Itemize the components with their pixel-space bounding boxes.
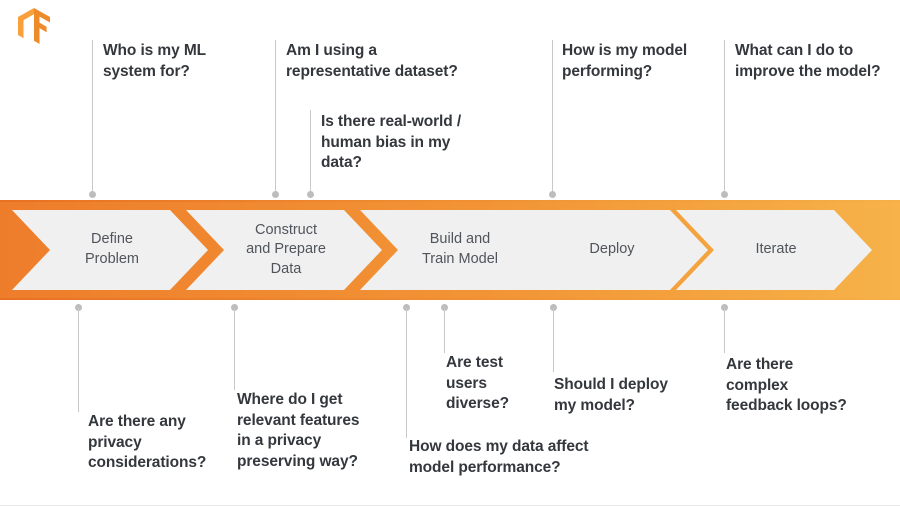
- connector-dot-above-5: [721, 191, 728, 198]
- connector-dot-below-6: [721, 304, 728, 311]
- connector-line-below-4: [444, 308, 445, 353]
- question-below-data-affect-model-performance: How does my data affect model performanc…: [409, 438, 589, 476]
- question-above-representative-dataset: Am I using a representative dataset?: [286, 42, 458, 80]
- connector-line-below-1: [78, 308, 79, 412]
- question-above-how-is-my-model-performing: How is my model performing?: [562, 42, 688, 80]
- connector-line-above-1: [92, 40, 93, 195]
- connector-line-below-3: [406, 308, 407, 438]
- connector-dot-below-1: [75, 304, 82, 311]
- connector-line-above-4: [552, 40, 553, 195]
- question-below-should-i-deploy-my-model: Should I deploy my model?: [554, 376, 668, 414]
- pipeline-step-label: Deploy: [589, 241, 635, 258]
- connector-line-above-3: [310, 110, 311, 195]
- connector-dot-below-3: [403, 304, 410, 311]
- pipeline-bar-top-edge: [0, 200, 900, 202]
- pipeline-bar-bottom-edge: [0, 298, 900, 300]
- connector-dot-below-2: [231, 304, 238, 311]
- question-below-relevant-features-privacy: Where do I get relevant features in a pr…: [237, 391, 360, 470]
- pipeline-step-label: Construct and Prepare Data: [246, 221, 326, 277]
- question-below-complex-feedback-loops: Are there complex feedback loops?: [726, 356, 847, 415]
- pipeline-step-build-train[interactable]: Build and Train Model: [360, 210, 556, 290]
- connector-dot-above-1: [89, 191, 96, 198]
- connector-dot-below-4: [441, 304, 448, 311]
- connector-line-below-6: [724, 308, 725, 353]
- pipeline-step-label: Define Problem: [85, 231, 139, 267]
- pipeline-step-label: Build and Train Model: [421, 231, 499, 267]
- connector-line-below-5: [553, 308, 554, 372]
- question-below-are-test-users-diverse: Are test users diverse?: [446, 354, 509, 413]
- connector-line-above-2: [275, 40, 276, 195]
- connector-line-above-5: [724, 40, 725, 195]
- question-above-who-is-my-ml-system-for: Who is my ML system for?: [103, 42, 206, 80]
- question-above-what-can-i-do-to-improve: What can I do to improve the model?: [735, 42, 881, 80]
- connector-dot-above-4: [549, 191, 556, 198]
- question-below-privacy-considerations: Are there any privacy considerations?: [88, 413, 207, 472]
- tensorflow-logo-icon: [18, 8, 50, 44]
- pipeline-step-label: Iterate: [755, 241, 797, 258]
- question-above-real-world-human-bias: Is there real-world / human bias in my d…: [321, 113, 462, 172]
- connector-dot-above-3: [307, 191, 314, 198]
- connector-line-below-2: [234, 308, 235, 390]
- connector-dot-below-5: [550, 304, 557, 311]
- connector-dot-above-2: [272, 191, 279, 198]
